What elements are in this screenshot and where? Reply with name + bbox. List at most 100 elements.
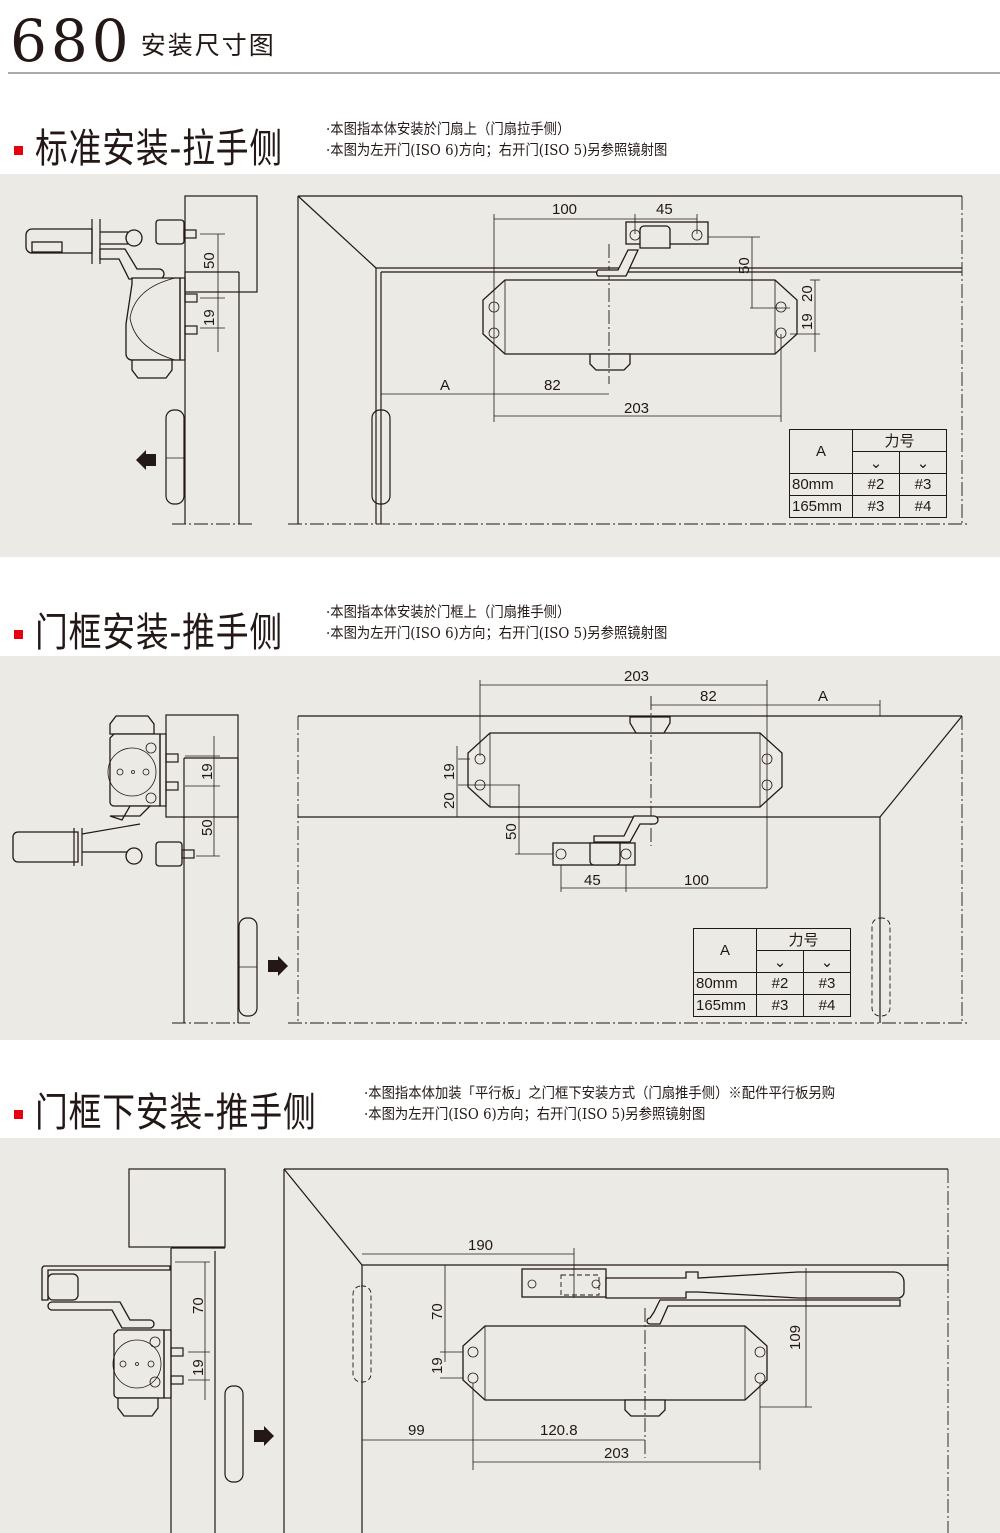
bracket-position-2-icon: ⌄ <box>899 451 947 474</box>
dim-label-45: 45 <box>656 201 673 218</box>
closer-end-disc <box>112 1339 162 1389</box>
screw-icon <box>149 1376 161 1388</box>
closer-body <box>482 279 798 355</box>
arrow-left-icon <box>136 450 156 470</box>
section-1-drawing: 50 19 <box>25 195 970 525</box>
closer-body-curve <box>129 277 176 361</box>
section-2-header: 门框安装-推手侧 <box>14 600 337 658</box>
dim-label-109: 109 <box>787 1325 804 1350</box>
section-2-drawing: 19 50 <box>12 668 970 1024</box>
side-view-3: 70 19 <box>41 1168 274 1533</box>
arm-elbow <box>47 1301 155 1329</box>
arrow-right-icon <box>254 1426 274 1446</box>
door-frame-head <box>128 1168 226 1248</box>
arm-elbow <box>99 248 165 280</box>
force-table-header-a: A <box>789 429 853 474</box>
table-row: 80mm #2 #3 <box>789 473 947 496</box>
bracket-screw <box>183 229 197 239</box>
dim-label-19: 19 <box>201 309 218 326</box>
closer-body <box>467 732 783 808</box>
title-divider <box>8 72 1000 74</box>
screw-icon <box>145 742 157 754</box>
dim-label-203: 203 <box>624 668 649 685</box>
closer-valve-cap <box>117 1397 159 1417</box>
hinge-hidden <box>352 1285 372 1383</box>
dim-label-70: 70 <box>429 1303 446 1320</box>
screw-icon <box>149 1336 161 1348</box>
main-arm <box>605 1271 905 1299</box>
dim-label-203: 203 <box>624 400 649 417</box>
section-3-notes: ·本图指本体加装「平行板」之门框下安装方式（门扇推手侧）※配件平行板另购 ·本图… <box>364 1084 835 1126</box>
dim-label-a: A <box>440 377 450 394</box>
dim-label-a: A <box>818 688 828 705</box>
hinge <box>165 409 185 505</box>
secondary-arm <box>646 1299 901 1325</box>
front-dims-3: 190 70 19 109 99 120.8 203 <box>362 1237 812 1470</box>
valve-cap <box>629 716 671 734</box>
section-3-title: 门框下安装-推手侧 <box>35 1090 317 1136</box>
section-2-drawing-panel: 19 50 <box>0 656 1000 1040</box>
table-row: 80mm #2 #3 <box>693 972 851 995</box>
hinge <box>371 409 391 505</box>
mount-screw-2 <box>184 325 198 335</box>
screw-icon <box>145 792 157 804</box>
arm-bracket <box>155 841 183 867</box>
page-subtitle: 安装尺寸图 <box>140 31 276 60</box>
arm-end <box>12 831 79 863</box>
closer-valve-cap <box>109 715 155 735</box>
section-2-note-2: ·本图为左开门(ISO 6)方向；右开门(ISO 5)另参照镜射图 <box>326 626 668 642</box>
side-dims-3: 70 19 <box>175 1261 210 1400</box>
force-table-header-force: 力号 <box>852 429 947 452</box>
dim-label-50: 50 <box>201 252 218 269</box>
mount-screw-1 <box>184 293 198 303</box>
section-2-note-1: ·本图指本体安装於门框上（门扇推手侧） <box>326 605 571 621</box>
mount-plate <box>179 277 186 361</box>
section-3-drawing-panel: 70 19 <box>0 1138 1000 1533</box>
arm-elbow <box>109 805 152 821</box>
dim-label-82: 82 <box>544 377 561 394</box>
section-2-notes: ·本图指本体安装於门框上（门扇推手侧） ·本图为左开门(ISO 6)方向；右开门… <box>326 603 667 645</box>
bracket-position-1-icon: ⌄ <box>852 451 900 474</box>
section-1-title: 标准安装-拉手侧 <box>35 126 283 172</box>
dim-label-70: 70 <box>190 1297 207 1314</box>
closer-valve-cap <box>131 359 173 379</box>
section-1-note-1: ·本图指本体安装於门扇上（门扇拉手侧） <box>326 122 571 138</box>
front-view-1: 100 45 50 20 19 A 82 203 <box>288 195 970 525</box>
front-view-2: 203 82 A 19 20 50 45 100 <box>288 668 970 1024</box>
arm-shoe <box>31 241 63 253</box>
dim-label-100: 100 <box>552 201 577 218</box>
dim-label-19: 19 <box>441 763 458 780</box>
dim-label-99: 99 <box>408 1422 425 1439</box>
force-table-1: A 力号 ⌄ ⌄ 80mm #2 #3 165mm #3 #4 <box>789 429 947 518</box>
closer-end-disc <box>107 747 157 797</box>
arm-elbow <box>596 249 640 277</box>
closer-body-side <box>125 277 181 361</box>
table-row: 165mm #3 #4 <box>693 994 851 1017</box>
hinge-hidden <box>871 917 891 1017</box>
dim-label-50: 50 <box>503 823 520 840</box>
dim-label-20: 20 <box>441 792 458 809</box>
side-dims-2: 19 50 <box>185 736 220 857</box>
parallel-plate <box>41 1265 171 1301</box>
section-1-note-2: ·本图为左开门(ISO 6)方向；右开门(ISO 5)另参照镜射图 <box>326 143 668 159</box>
dim-label-50: 50 <box>199 819 216 836</box>
section-3-drawing: 70 19 <box>41 1168 949 1533</box>
dim-label-19: 19 <box>199 763 216 780</box>
red-square-bullet-icon <box>14 1109 23 1119</box>
front-dims-1: 100 45 50 20 19 A 82 203 <box>381 201 820 422</box>
dim-label-82: 82 <box>700 688 717 705</box>
section-3-header: 门框下安装-推手侧 <box>14 1080 378 1138</box>
arm-elbow <box>593 815 659 843</box>
side-view-1: 50 19 <box>25 195 258 525</box>
force-table-header-a: A <box>693 928 757 973</box>
section-3-note-2: ·本图为左开门(ISO 6)方向；右开门(ISO 5)另参照镜射图 <box>364 1107 706 1123</box>
section-1-notes: ·本图指本体安装於门扇上（门扇拉手侧） ·本图为左开门(ISO 6)方向；右开门… <box>326 120 667 162</box>
force-table-2: A 力号 ⌄ ⌄ 80mm #2 #3 165mm #3 #4 <box>693 928 851 1017</box>
page-title: 680 安装尺寸图 <box>10 2 276 72</box>
dim-label-50: 50 <box>736 257 753 274</box>
side-dims-1: 50 19 <box>200 233 225 352</box>
dim-label-19: 19 <box>190 1359 207 1376</box>
red-square-bullet-icon <box>14 145 23 155</box>
valve-cap <box>589 353 631 371</box>
dim-label-120-8: 120.8 <box>540 1422 578 1439</box>
